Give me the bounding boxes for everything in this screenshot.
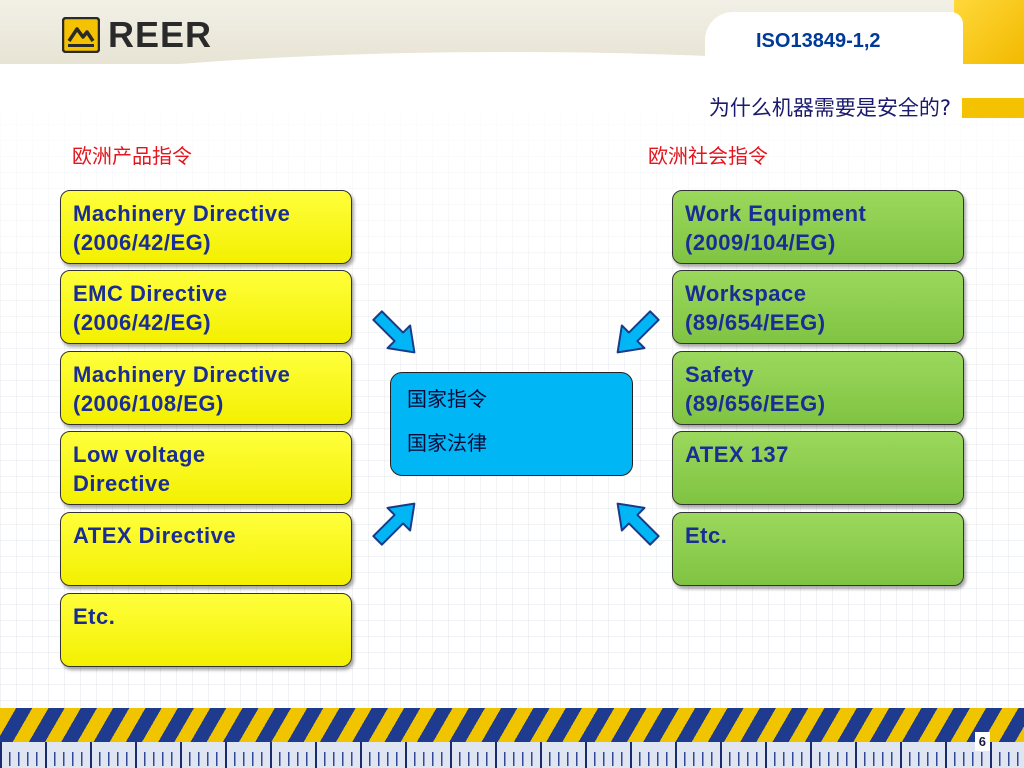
footer-ruler-major	[0, 742, 1024, 768]
arrow-down-left-icon	[616, 310, 660, 354]
box-label: Etc.	[73, 604, 116, 629]
page-number: 6	[974, 732, 990, 751]
box-label: EMC Directive (2006/42/EG)	[73, 281, 228, 335]
center-line-2: 国家法律	[407, 431, 487, 455]
product-directive-box: EMC Directive (2006/42/EG)	[60, 270, 352, 344]
arrow-down-right-icon	[372, 310, 416, 354]
social-directive-box: Etc.	[672, 512, 964, 586]
product-directive-box: Low voltage Directive	[60, 431, 352, 505]
left-heading: 欧洲产品指令	[72, 144, 192, 168]
box-label: Low voltage Directive	[73, 442, 206, 496]
header-tab	[705, 12, 963, 68]
reer-logo-icon	[62, 17, 100, 53]
arrow-up-right-icon	[372, 502, 416, 546]
box-label: Machinery Directive (2006/108/EG)	[73, 362, 291, 416]
footer-band	[0, 708, 1024, 768]
product-directive-box: Machinery Directive (2006/42/EG)	[60, 190, 352, 264]
box-label: Work Equipment (2009/104/EG)	[685, 201, 867, 255]
subtitle-accent-bar	[962, 98, 1024, 118]
box-label: ATEX 137	[685, 442, 789, 467]
box-label: ATEX Directive	[73, 523, 237, 548]
box-label: Machinery Directive (2006/42/EG)	[73, 201, 291, 255]
box-label: Safety (89/656/EEG)	[685, 362, 826, 416]
reer-logo: REER	[62, 14, 212, 56]
logo-text: REER	[108, 14, 213, 55]
right-heading: 欧洲社会指令	[648, 144, 768, 168]
arrow-up-left-icon	[616, 502, 660, 546]
social-directive-box: ATEX 137	[672, 431, 964, 505]
product-directive-box: Etc.	[60, 593, 352, 667]
standard-label: ISO13849-1,2	[756, 30, 881, 52]
social-directive-box: Workspace (89/654/EEG)	[672, 270, 964, 344]
national-law-box: 国家指令 国家法律	[390, 372, 633, 476]
box-label: Etc.	[685, 523, 728, 548]
yellow-corner	[954, 0, 1024, 64]
social-directive-box: Safety (89/656/EEG)	[672, 351, 964, 425]
footer-stripes	[0, 708, 1024, 742]
product-directive-box: ATEX Directive	[60, 512, 352, 586]
box-label: Workspace (89/654/EEG)	[685, 281, 826, 335]
social-directive-box: Work Equipment (2009/104/EG)	[672, 190, 964, 264]
product-directive-box: Machinery Directive (2006/108/EG)	[60, 351, 352, 425]
center-line-1: 国家指令	[407, 387, 487, 411]
slide-subtitle: 为什么机器需要是安全的?	[708, 96, 951, 120]
